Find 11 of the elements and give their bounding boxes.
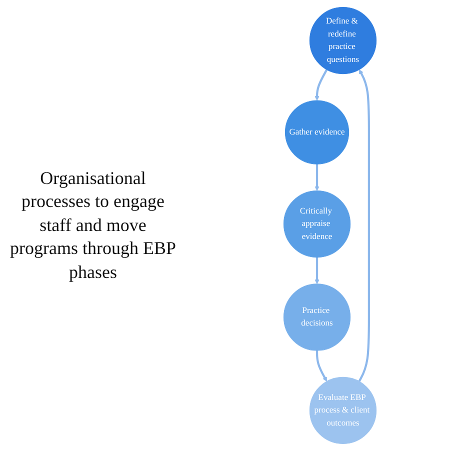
center-text: Organisational processes to engage staff and move programs through EBP phases [9, 167, 177, 284]
node-circle: Define & redefine practice questions [309, 7, 377, 74]
arrow [314, 69, 328, 101]
node-circle: Evaluate EBP process & client outcomes [309, 376, 377, 444]
arrow [314, 164, 320, 191]
arrow [358, 69, 370, 382]
node-circle: Critically appraise evidence [283, 190, 351, 258]
arrow [316, 350, 327, 382]
node-circle: Practice decisions [283, 284, 351, 351]
node-circle: Gather evidence [284, 100, 350, 164]
arrow [314, 257, 320, 284]
